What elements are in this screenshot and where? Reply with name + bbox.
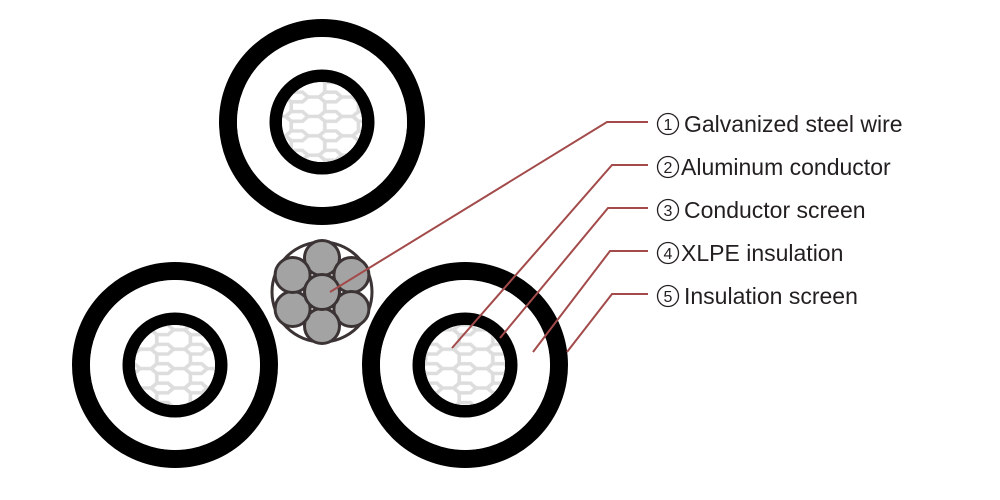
legend-label-1: Galvanized steel wire (684, 111, 903, 137)
leader-line-4 (532, 250, 648, 353)
legend-item-1: 1 Galvanized steel wire (656, 111, 903, 137)
leader-line-1 (329, 121, 648, 293)
number-badge-1-label: 1 (664, 117, 673, 134)
legend-label-4: XLPE insulation (681, 240, 843, 266)
legend-label-2: Aluminum conductor (681, 154, 891, 180)
conductor-screen-ring (269, 69, 375, 175)
leader-line-3 (499, 207, 648, 339)
leader-line-2 (451, 164, 648, 349)
leader-lines (329, 121, 648, 353)
legend-item-3: 3 Conductor screen (656, 197, 866, 223)
conductor-honeycomb-pattern (282, 82, 362, 162)
steel-wire (332, 290, 371, 328)
number-badge-4-icon (656, 241, 680, 265)
number-badge-3-label: 3 (664, 203, 673, 220)
legend-label-3: Conductor screen (684, 197, 866, 223)
legend-item-5: 5 Insulation screen (656, 283, 858, 309)
legend-label-5: Insulation screen (684, 283, 858, 309)
number-badge-5-label: 5 (664, 289, 673, 306)
conductor-honeycomb-pattern (135, 325, 215, 405)
steel-wire-center (303, 273, 341, 311)
number-badge-1-icon (656, 112, 680, 136)
cable-top (219, 19, 425, 225)
legend: 1 Galvanized steel wire 2 Aluminum condu… (656, 111, 903, 309)
steel-wire (273, 256, 312, 294)
galvanized-steel-wire-strand (270, 239, 374, 345)
number-badge-3-icon (656, 198, 680, 222)
cable-bottom-right (362, 262, 568, 468)
conductor-honeycomb-pattern (425, 325, 505, 405)
number-badge-2-icon (656, 155, 680, 179)
conductor-screen-ring (412, 312, 518, 418)
insulation-screen-ring (362, 262, 568, 468)
leader-line-5 (566, 293, 648, 353)
conductor-screen-ring (122, 312, 228, 418)
number-badge-2-label: 2 (664, 160, 673, 177)
cable-bottom-left (72, 262, 278, 468)
insulation-screen-ring (72, 262, 278, 468)
insulation-screen-ring (219, 19, 425, 225)
number-badge-5-icon (656, 284, 680, 308)
number-badge-4-label: 4 (664, 246, 673, 263)
legend-item-4: 4 XLPE insulation (656, 240, 843, 266)
legend-item-2: 2 Aluminum conductor (656, 154, 891, 180)
